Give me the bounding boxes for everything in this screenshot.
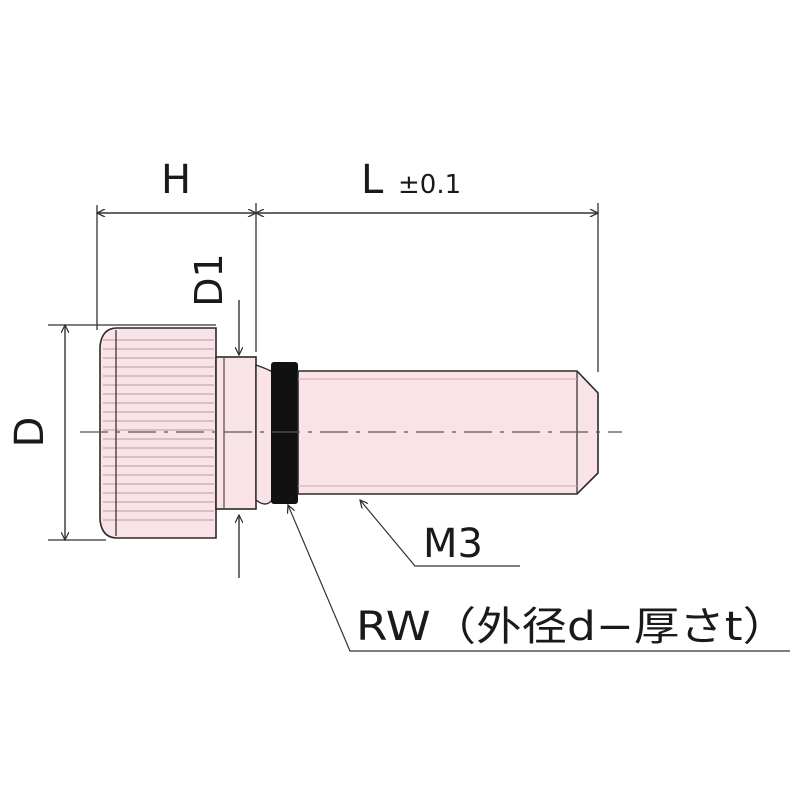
knurl-lines	[103, 339, 214, 521]
screw-neck	[215, 356, 257, 510]
label-d1: D1	[187, 253, 231, 306]
extension-lines	[48, 203, 599, 541]
screw-fillet	[255, 364, 273, 505]
washer-rw	[271, 362, 298, 504]
label-l-tolerance: ±0.1	[398, 170, 461, 200]
m3-leader-line	[360, 500, 520, 567]
screw-head	[99, 327, 217, 539]
rw-leader-line	[288, 505, 790, 652]
label-m3: M3	[423, 521, 483, 567]
label-l: L	[361, 157, 384, 203]
label-d: D	[7, 417, 53, 448]
label-h: H	[161, 157, 191, 203]
label-rw: RW（外径d−厚さt）	[356, 604, 788, 650]
screw-shank	[297, 370, 599, 495]
